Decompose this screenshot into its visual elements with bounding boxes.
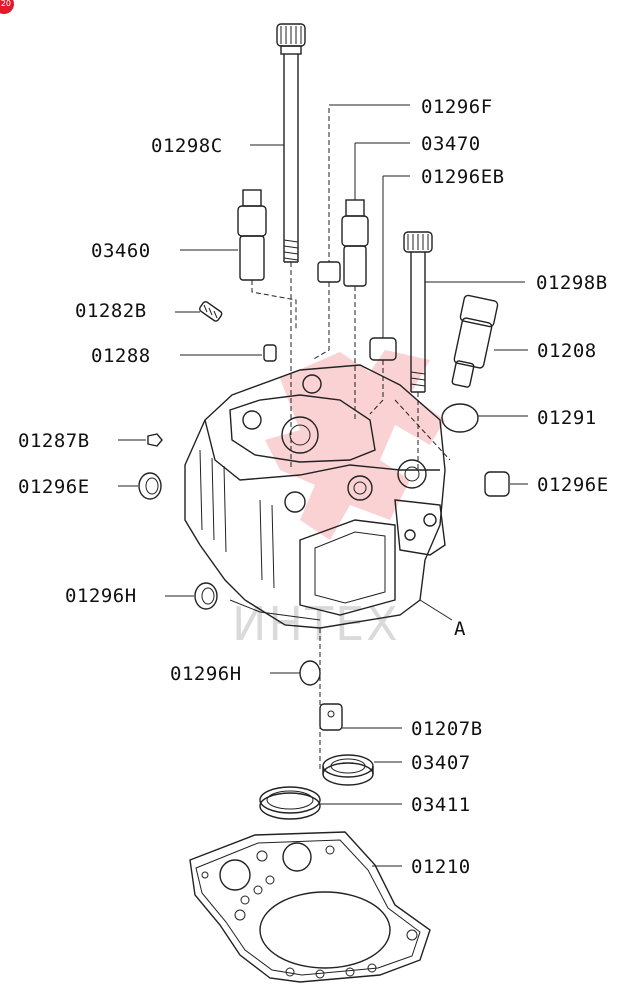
part-01207B xyxy=(319,703,343,731)
part-03407 xyxy=(322,754,374,786)
part-01282B xyxy=(199,301,223,322)
callout-01282B: 01282B xyxy=(75,300,147,322)
part-01296E-right xyxy=(484,471,510,497)
callout-01210: 01210 xyxy=(411,856,471,878)
callout-01296H-lower: 01296H xyxy=(170,663,242,685)
part-03460 xyxy=(237,189,297,330)
bolt-01298B xyxy=(394,231,451,470)
callout-01296EB: 01296EB xyxy=(421,166,505,188)
part-01296F xyxy=(311,108,341,361)
callout-01296E-right: 01296E xyxy=(537,474,609,496)
callout-03411: 03411 xyxy=(411,794,471,816)
callout-01296H-left: 01296H xyxy=(65,585,137,607)
callout-03460: 03460 xyxy=(91,240,151,262)
callout-01298C: 01298C xyxy=(151,135,223,157)
callout-01298B: 01298B xyxy=(536,272,608,294)
callout-01207B: 01207B xyxy=(411,718,483,740)
page-badge: 20 xyxy=(0,0,14,14)
part-01288 xyxy=(263,344,277,362)
callout-01291: 01291 xyxy=(537,407,597,429)
callout-01296F: 01296F xyxy=(421,96,493,118)
callout-03470: 03470 xyxy=(421,133,481,155)
part-01208 xyxy=(451,294,499,388)
callout-A: A xyxy=(454,618,466,640)
callout-01288: 01288 xyxy=(91,345,151,367)
callout-03407: 03407 xyxy=(411,752,471,774)
callout-01287B: 01287B xyxy=(18,430,90,452)
watermark-text: ИНТЕХ xyxy=(232,597,400,651)
bolt-01298C xyxy=(276,23,306,470)
cylinder-head xyxy=(184,364,446,629)
callout-01208: 01208 xyxy=(537,340,597,362)
part-03411 xyxy=(259,786,321,820)
part-01296H-left xyxy=(194,582,218,610)
part-01296E-left xyxy=(138,472,162,500)
leader-lines xyxy=(118,104,528,867)
part-01291 xyxy=(441,403,479,433)
part-01287B xyxy=(147,433,163,447)
watermark-logo xyxy=(265,350,445,540)
callout-01296E-left: 01296E xyxy=(18,476,90,498)
part-01210-gasket xyxy=(189,831,431,983)
